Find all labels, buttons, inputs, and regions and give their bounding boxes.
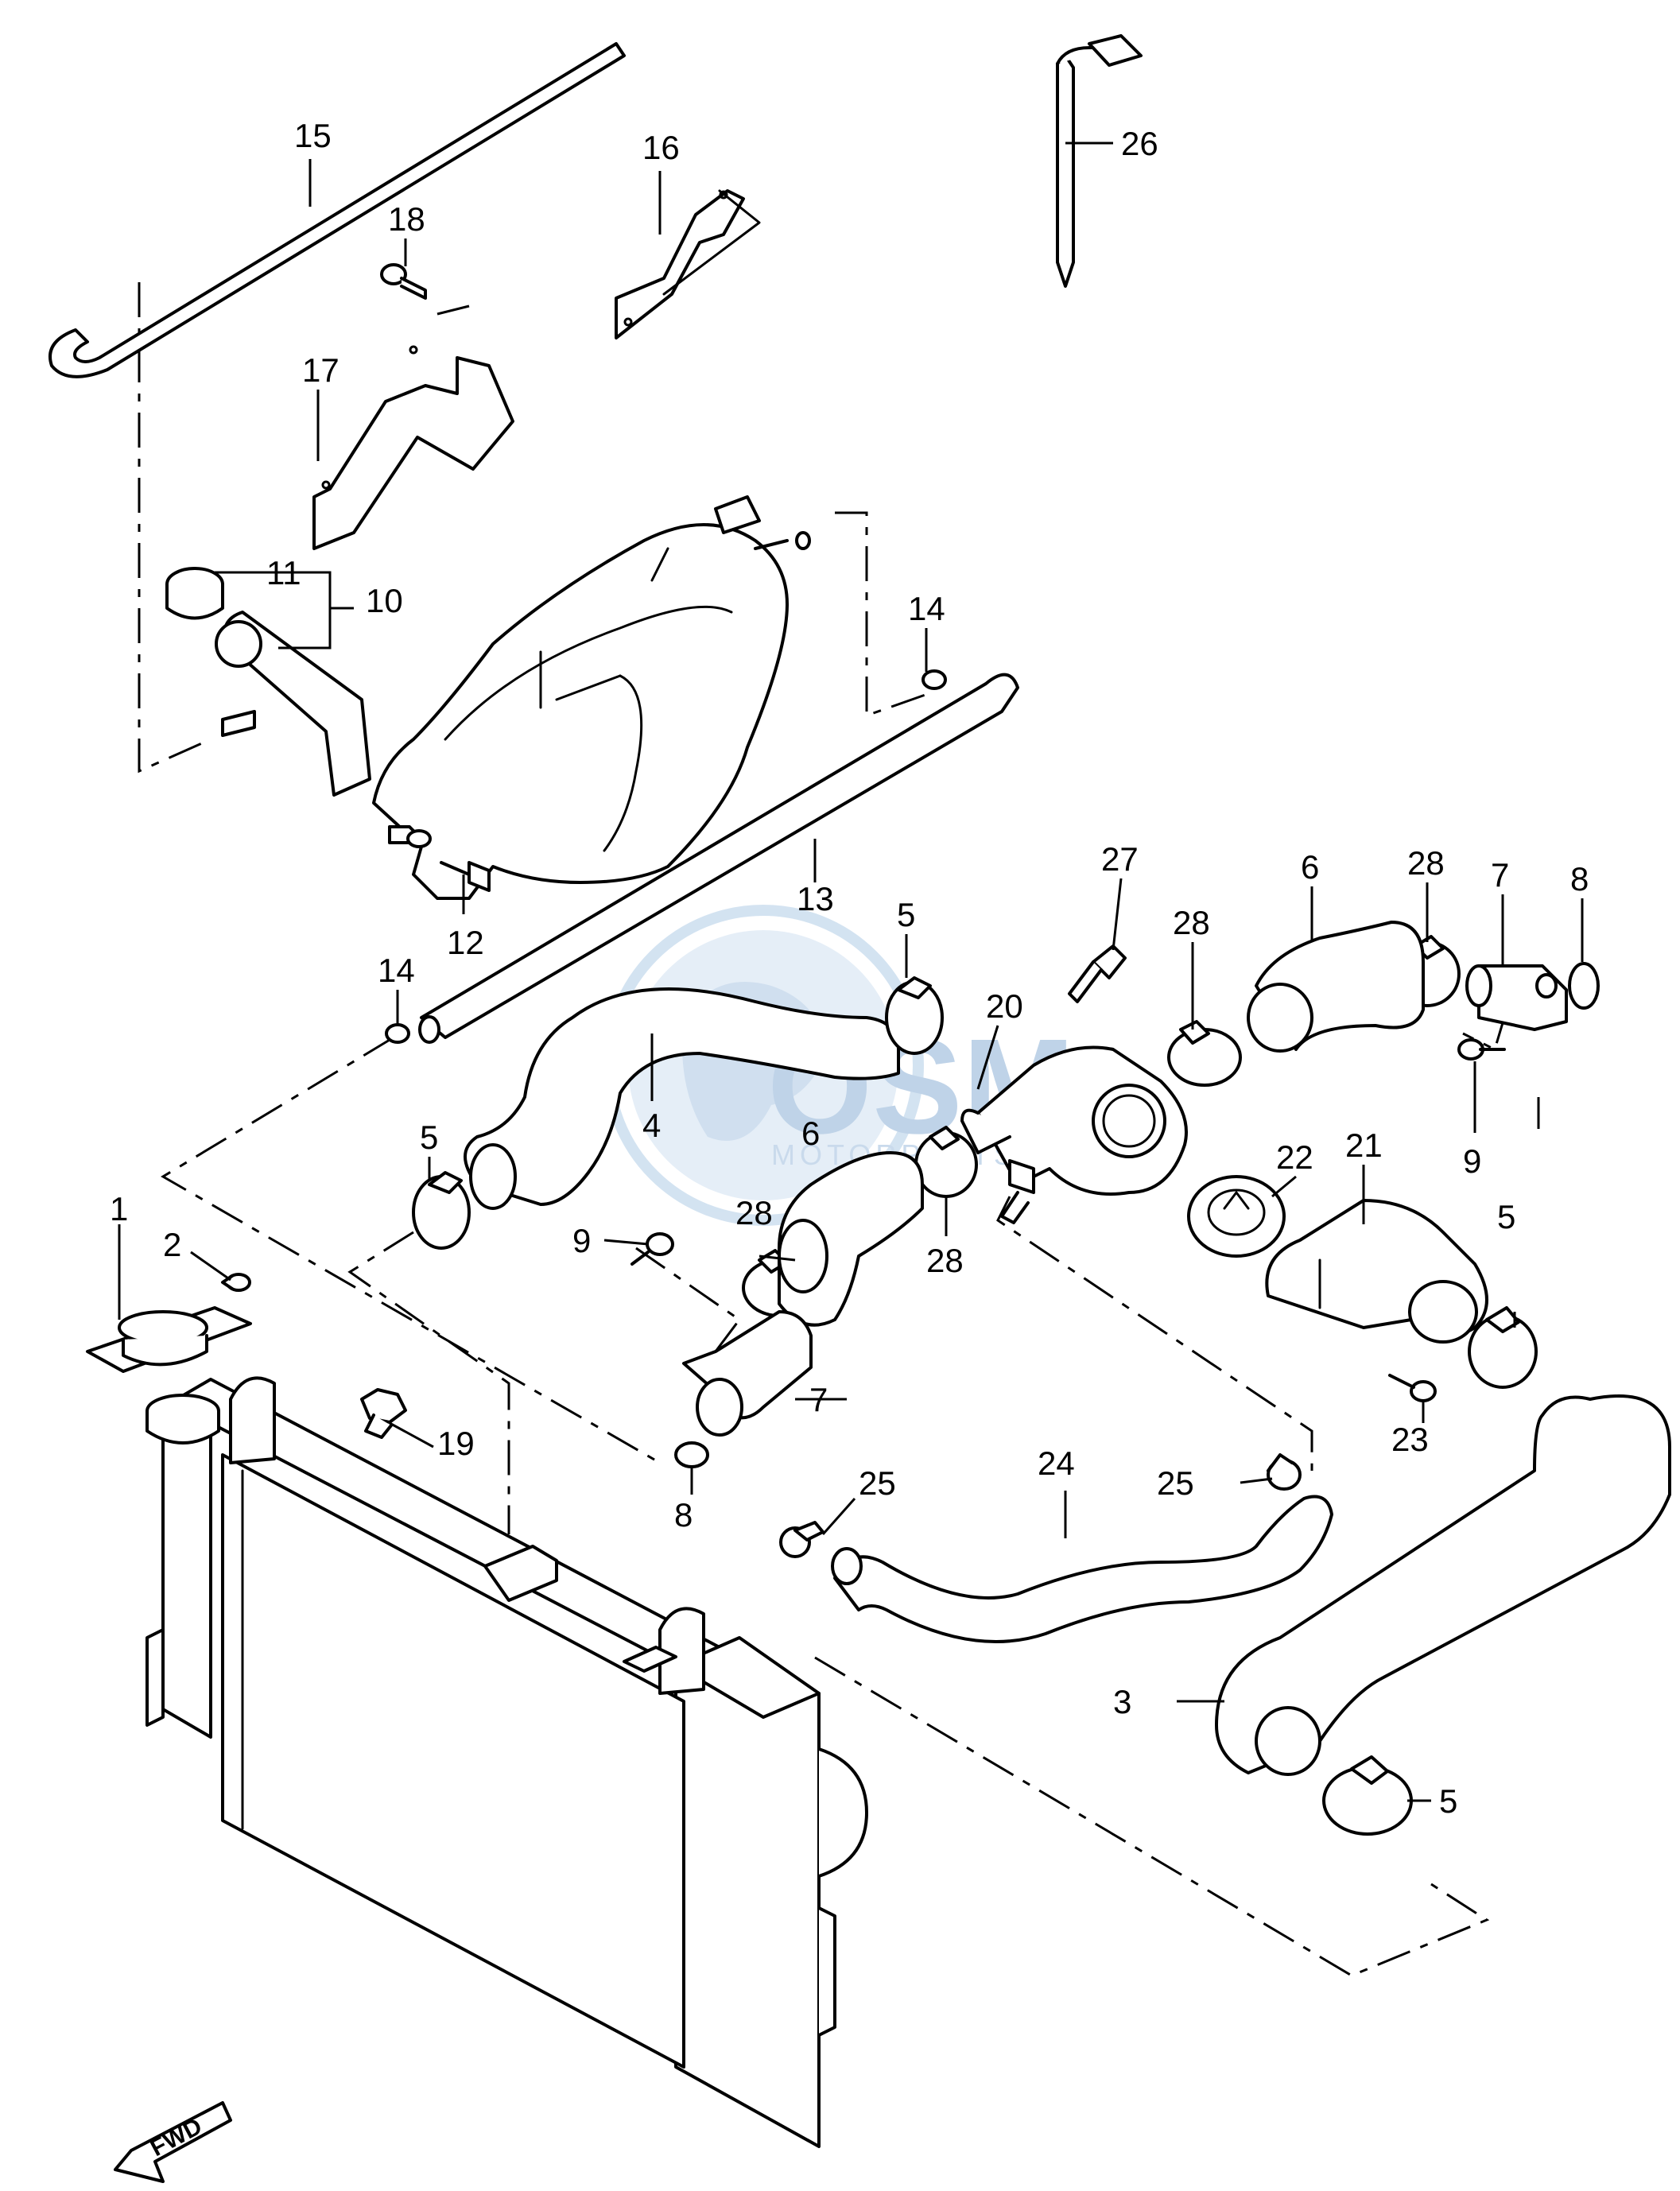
- callout-10: 10: [366, 582, 403, 619]
- bolt: [1457, 1038, 1506, 1061]
- callout-2: 2: [163, 1226, 181, 1263]
- callout-18: 18: [388, 200, 425, 238]
- callout-8-top: 8: [1570, 860, 1589, 898]
- reservoir-cap: [165, 567, 224, 620]
- callout-4: 4: [642, 1107, 661, 1144]
- callout-5-bottom: 5: [1439, 1782, 1457, 1820]
- bracket: [615, 189, 761, 339]
- bolt: [380, 263, 427, 300]
- callout-22: 22: [1276, 1138, 1313, 1176]
- hose-clip: [779, 1521, 824, 1558]
- callout-17: 17: [302, 351, 339, 389]
- callout-9-left: 9: [572, 1222, 591, 1259]
- overflow-hose: [48, 42, 626, 378]
- sender-unit: [1068, 944, 1127, 1003]
- thermostat: [1187, 1175, 1286, 1258]
- callout-6-top: 6: [1301, 848, 1319, 886]
- breather-hose: [418, 673, 1019, 1044]
- callout-28-top-right: 28: [1407, 844, 1445, 882]
- callout-8-lower: 8: [674, 1496, 693, 1534]
- callout-12: 12: [447, 924, 484, 961]
- callout-11: 11: [266, 554, 301, 591]
- callout-5-left: 5: [420, 1119, 438, 1156]
- callout-26: 26: [1121, 125, 1158, 162]
- temperature-sensor: [360, 1388, 407, 1439]
- radiator-outlet-hose: [1215, 1394, 1671, 1776]
- bolt: [630, 1232, 674, 1266]
- callout-6-lower: 6: [801, 1115, 820, 1152]
- o-ring: [1568, 962, 1600, 1010]
- wiring-harness: [1056, 34, 1143, 288]
- callout-28-lower-left: 28: [735, 1194, 773, 1231]
- callout-3: 3: [1113, 1683, 1131, 1720]
- hose-clip: [385, 669, 947, 1044]
- hose-union: [1465, 964, 1568, 1031]
- callout-25-left: 25: [859, 1464, 896, 1502]
- callout-14-lower: 14: [378, 952, 415, 989]
- callout-1: 1: [110, 1190, 128, 1227]
- fwd-arrow-marker: FWD: [114, 2101, 232, 2183]
- callout-21: 21: [1345, 1127, 1383, 1164]
- hose-clamp: [1322, 1755, 1413, 1836]
- leader-lines: [118, 142, 1584, 1802]
- callout-labels: 15 18 16 17 26 11 10 12 14 13 14 4 5 5 2…: [110, 117, 1589, 1820]
- hose-clamp: [1167, 1020, 1242, 1087]
- callout-15: 15: [294, 117, 332, 154]
- callout-24: 24: [1038, 1445, 1075, 1482]
- coolant-hose: [1247, 921, 1425, 1053]
- bracket: [312, 345, 514, 550]
- bypass-hose: [831, 1495, 1333, 1643]
- callout-13: 13: [797, 880, 834, 917]
- callout-28-mid: 28: [1173, 904, 1210, 941]
- callout-5-upper: 5: [897, 896, 915, 933]
- hose-clip: [1267, 1453, 1302, 1491]
- reservoir-tank: [215, 495, 811, 900]
- callout-14-top: 14: [908, 590, 945, 627]
- hose-clamp: [885, 976, 944, 1055]
- bolt: [440, 861, 491, 892]
- thermostat-housing: [960, 1045, 1188, 1224]
- callout-28-lower-right: 28: [926, 1242, 964, 1279]
- callout-7-top: 7: [1491, 856, 1509, 894]
- o-ring: [674, 1441, 709, 1468]
- hose-union: [682, 1310, 813, 1437]
- radiator: [145, 1376, 868, 2148]
- callout-19: 19: [437, 1425, 475, 1462]
- bolt: [1388, 1374, 1437, 1402]
- callout-27: 27: [1101, 840, 1139, 878]
- callout-5-right: 5: [1497, 1198, 1515, 1235]
- hose-clamp: [1468, 1306, 1538, 1389]
- callout-20: 20: [986, 987, 1023, 1025]
- callout-7-lower: 7: [809, 1381, 828, 1418]
- thermostat-cover: [1265, 1199, 1488, 1344]
- callout-23: 23: [1391, 1421, 1429, 1458]
- callout-9-right: 9: [1463, 1142, 1481, 1180]
- coolant-hose: [778, 1151, 924, 1327]
- hose-clamp: [412, 1171, 471, 1250]
- radiator-cap: [86, 1306, 252, 1373]
- callout-25-right: 25: [1157, 1464, 1194, 1502]
- callout-16: 16: [642, 129, 680, 166]
- assembly-lines: [138, 282, 1508, 1977]
- fwd-label: FWD: [146, 2113, 207, 2162]
